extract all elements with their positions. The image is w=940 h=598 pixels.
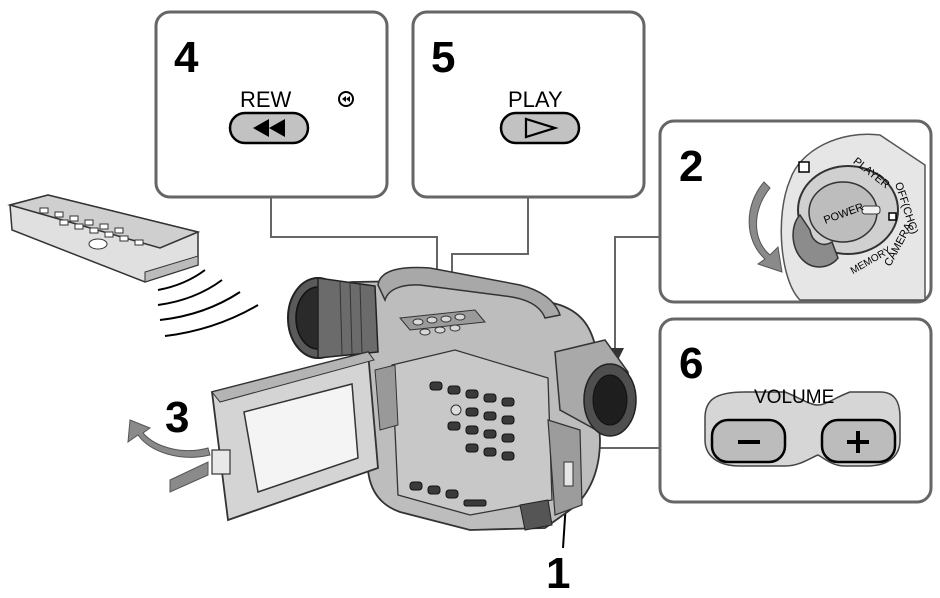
step-number-5: 5	[431, 33, 456, 82]
rewind-icon	[253, 119, 285, 137]
remote-commander	[7, 194, 201, 283]
rew-label: REW	[240, 87, 292, 112]
camcorder-body	[211, 266, 637, 531]
step-number-1: 1	[546, 549, 571, 598]
rotate-down-arrow	[748, 181, 783, 273]
play-icon	[524, 117, 559, 139]
open-panel-arrow	[127, 419, 211, 458]
volume-label: VOLUME	[754, 387, 835, 408]
step-number-3: 3	[165, 393, 190, 442]
play-label: PLAY	[508, 87, 563, 112]
plus-icon	[847, 431, 869, 453]
connector-step-2	[614, 236, 660, 355]
power-switch-illustration	[780, 133, 926, 301]
infrared-signal-waves	[157, 269, 259, 337]
remote-sensor-icon	[338, 91, 354, 107]
step-number-2: 2	[679, 142, 704, 191]
play-button[interactable]	[499, 111, 581, 145]
step-number-4: 4	[174, 33, 199, 82]
step-number-6: 6	[679, 339, 704, 388]
open-panel-arrow-tail	[169, 461, 209, 493]
minus-icon	[738, 440, 760, 444]
